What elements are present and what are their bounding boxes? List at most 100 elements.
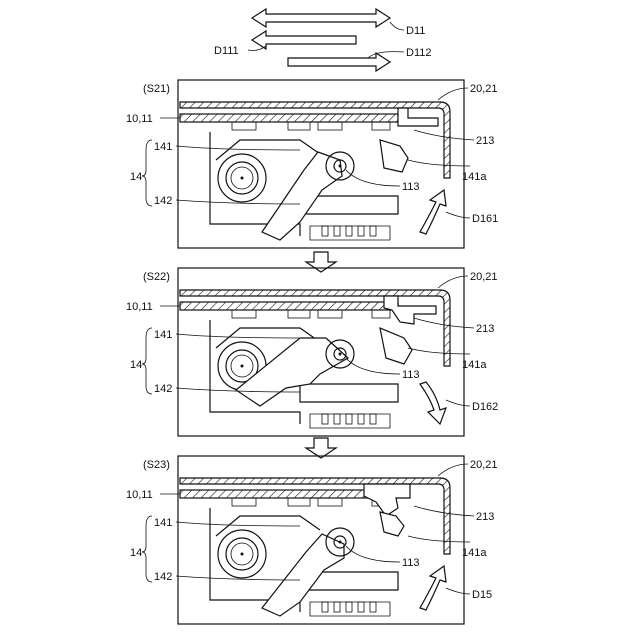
lever-top-leader xyxy=(176,522,300,526)
lower-tooth-2 xyxy=(334,414,340,424)
lower-tooth-1 xyxy=(322,602,328,612)
d11-double-arrow xyxy=(252,9,390,27)
claw xyxy=(398,108,438,126)
claw-label: 213 xyxy=(476,323,494,335)
step-label: (S22) xyxy=(143,271,170,283)
lever-tab xyxy=(380,512,404,536)
lower-tooth-4 xyxy=(358,226,364,236)
lower-tooth-1 xyxy=(322,226,328,236)
tab-label: 141a xyxy=(462,547,487,559)
rotation-label: D15 xyxy=(472,589,492,601)
d11-label: D11 xyxy=(406,25,425,37)
lower-tooth-2 xyxy=(334,226,340,236)
cover-label: 20,21 xyxy=(470,459,498,471)
pivot-leader xyxy=(346,170,400,186)
bracket-14 xyxy=(142,516,152,582)
direction-arrows: D11 D111 D112 xyxy=(214,9,431,71)
tab-label: 141a xyxy=(462,359,487,371)
base-label: 10,11 xyxy=(126,113,153,125)
slider-block xyxy=(300,384,398,402)
base-label: 10,11 xyxy=(126,301,153,313)
lever-group-label: 14 xyxy=(130,359,142,371)
lever-top-leader xyxy=(176,146,300,150)
pivot-leader xyxy=(346,546,400,562)
step-arrow-2 xyxy=(306,438,336,458)
claw-label: 213 xyxy=(476,135,494,147)
base-tab-1 xyxy=(232,122,256,130)
lever-bottom-label: 142 xyxy=(154,571,172,583)
rotation-label: D161 xyxy=(472,213,498,225)
pivot-center xyxy=(339,353,342,356)
lever-top-leader xyxy=(176,334,300,338)
base-tab-3 xyxy=(318,498,342,506)
panel-2: (S22) 20,21 10,11 213 113 141aD162 14 141 142 xyxy=(126,268,498,436)
lower-tooth-3 xyxy=(346,226,352,236)
pivot-label: 113 xyxy=(402,181,420,193)
pivot-center xyxy=(339,165,342,168)
claw-label: 213 xyxy=(476,511,494,523)
base-tab-3 xyxy=(318,122,342,130)
panel-1: (S21) 20,21 10,11 213 113 141aD161 14 141 142 xyxy=(126,80,498,248)
lower-tooth-1 xyxy=(322,414,328,424)
lever-arm xyxy=(262,534,344,616)
base-tab-2 xyxy=(288,498,310,506)
lever-top-label: 141 xyxy=(154,517,172,529)
lever-bottom-label: 142 xyxy=(154,383,172,395)
rotation-leader xyxy=(446,212,470,218)
lever-top-label: 141 xyxy=(154,329,172,341)
lever-arm xyxy=(236,338,348,406)
claw xyxy=(364,484,410,516)
base-tab-2 xyxy=(288,122,310,130)
claw xyxy=(384,296,436,324)
base-tab-1 xyxy=(232,498,256,506)
pivot-label: 113 xyxy=(402,557,420,569)
base-label: 10,11 xyxy=(126,489,153,501)
lower-tooth-5 xyxy=(370,602,376,612)
lower-tooth-5 xyxy=(370,414,376,424)
tab-label: 141a xyxy=(462,171,487,183)
step-label: (S23) xyxy=(143,459,170,471)
base-tab-1 xyxy=(232,310,256,318)
d11-leader xyxy=(390,22,404,30)
base-tab-3 xyxy=(318,310,342,318)
base-plate xyxy=(180,114,398,122)
rotation-leader xyxy=(446,588,470,594)
rotation-leader xyxy=(446,400,470,406)
lever-bottom-label: 142 xyxy=(154,195,172,207)
lever-tab xyxy=(380,328,412,364)
step-arrow-1 xyxy=(306,252,336,272)
cover-label: 20,21 xyxy=(470,83,498,95)
pivot-label: 113 xyxy=(402,369,420,381)
d111-left-arrow xyxy=(252,31,356,49)
lower-tooth-5 xyxy=(370,226,376,236)
rotation-arrow xyxy=(420,190,446,234)
cam-center xyxy=(241,365,244,368)
d111-label: D111 xyxy=(214,45,239,57)
rotation-label: D162 xyxy=(472,401,498,413)
base-tab-4 xyxy=(372,310,390,318)
tab-leader xyxy=(408,160,470,166)
cam-center xyxy=(241,553,244,556)
lower-tooth-2 xyxy=(334,602,340,612)
lower-tooth-4 xyxy=(358,602,364,612)
tab-leader xyxy=(408,536,470,542)
lever-tab xyxy=(380,140,408,172)
lever-group-label: 14 xyxy=(130,171,142,183)
base-tab-2 xyxy=(288,310,310,318)
lower-tooth-3 xyxy=(346,414,352,424)
d112-label: D112 xyxy=(406,47,431,59)
lever-top-label: 141 xyxy=(154,141,172,153)
lower-tooth-4 xyxy=(358,414,364,424)
rotation-arrow xyxy=(420,566,446,610)
d112-right-arrow xyxy=(288,53,390,71)
bracket-14 xyxy=(142,328,152,394)
cover-label: 20,21 xyxy=(470,271,498,283)
d112-leader xyxy=(368,52,404,58)
lever-group-label: 14 xyxy=(130,547,142,559)
step-label: (S21) xyxy=(143,83,170,95)
base-tab-4 xyxy=(372,122,390,130)
tab-leader xyxy=(408,348,470,354)
pivot-center xyxy=(339,541,342,544)
panel-3: (S23) 20,21 10,11 213 113 141aD15 14 141 142 xyxy=(126,456,498,624)
